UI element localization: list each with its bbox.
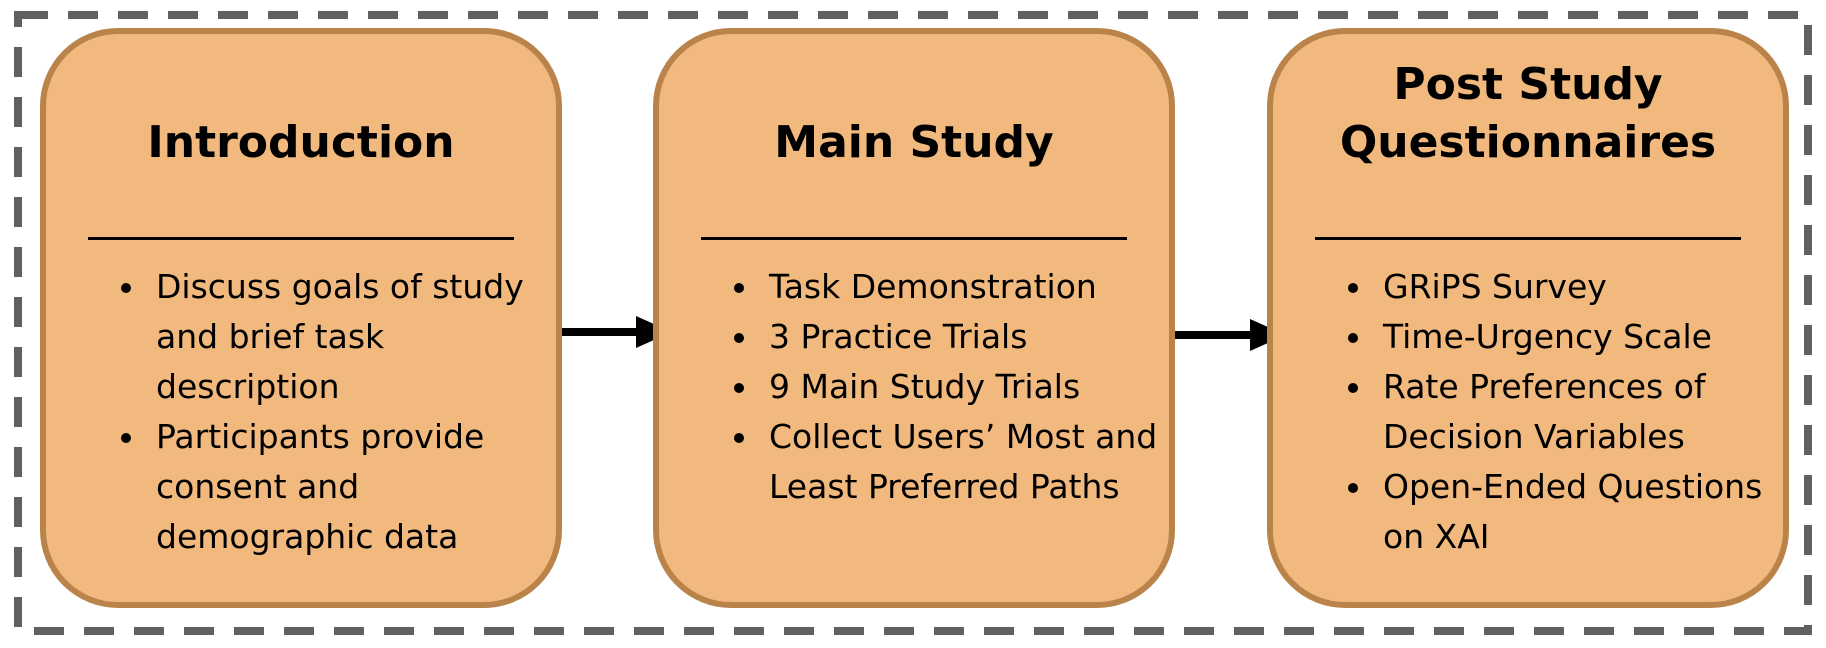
bullet-item: Task Demonstration <box>761 262 1163 312</box>
bullet-item: Open-Ended Questions on XAI <box>1375 462 1777 562</box>
bullet-item: Discuss goals of study and brief task de… <box>148 262 550 412</box>
bullet-item: 3 Practice Trials <box>761 312 1163 362</box>
stage-main-study: Main Study Task Demonstration 3 Practice… <box>653 28 1175 608</box>
stage-bullet-list: Task Demonstration 3 Practice Trials 9 M… <box>727 262 1163 512</box>
stage-title: Introduction <box>147 117 455 168</box>
bullet-item: Collect Users’ Most and Least Preferred … <box>761 412 1163 512</box>
stage-post-study-questionnaires: Post Study Questionnaires GRiPS Survey T… <box>1267 28 1789 608</box>
stage-introduction: Introduction Discuss goals of study and … <box>40 28 562 608</box>
stage-divider <box>701 237 1127 240</box>
stage-title: Main Study <box>774 117 1054 168</box>
bullet-item: GRiPS Survey <box>1375 262 1777 312</box>
stage-bullet-list: Discuss goals of study and brief task de… <box>114 262 550 562</box>
bullet-item: 9 Main Study Trials <box>761 362 1163 412</box>
bullet-item: Rate Preferences of Decision Variables <box>1375 362 1777 462</box>
bullet-item: Participants provide consent and demogra… <box>148 412 550 562</box>
stage-divider <box>88 237 514 240</box>
bullet-item: Time-Urgency Scale <box>1375 312 1777 362</box>
stage-divider <box>1315 237 1741 240</box>
stage-bullet-list: GRiPS Survey Time-Urgency Scale Rate Pre… <box>1341 262 1777 562</box>
stage-title: Post Study Questionnaires <box>1339 59 1717 168</box>
